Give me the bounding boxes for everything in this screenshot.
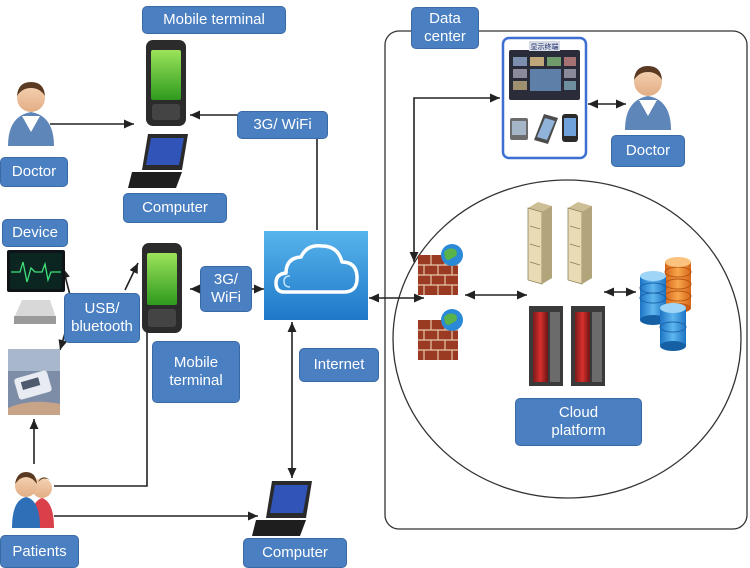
cloud-platform-ellipse [392, 179, 742, 499]
label-mobile-terminal-mid: Mobile terminal [152, 341, 240, 403]
ecg-monitor-icon [7, 250, 65, 324]
label-cloud-platform: Cloud platform [515, 398, 642, 446]
label-doctor-right: Doctor [611, 135, 685, 167]
label-internet: Internet [299, 348, 379, 382]
mobile-phone-top-icon [146, 40, 186, 126]
data-center-frame [384, 30, 748, 530]
label-data-center: Data center [411, 7, 479, 49]
patients-icon [12, 472, 54, 528]
doctor-right-icon [625, 66, 671, 130]
firewall-top-icon [418, 244, 463, 295]
arrow-patients-mid-mobile [54, 264, 152, 487]
firewall-bottom-icon [418, 309, 463, 360]
label-computer-bottom: Computer [243, 538, 347, 568]
database-icon [639, 257, 692, 351]
arrow-usb-mobile [124, 262, 139, 291]
label-patients: Patients [0, 535, 79, 568]
arrow-firewall-terminal [409, 93, 500, 262]
label-computer-top: Computer [123, 193, 227, 223]
display-terminal-icon: 显示终端 [501, 36, 588, 160]
label-device: Device [2, 219, 68, 247]
server-towers-icon [527, 202, 592, 285]
label-doctor-left: Doctor [0, 157, 68, 187]
mobile-phone-mid-icon [142, 243, 182, 333]
server-racks-icon [529, 306, 605, 386]
laptop-top-icon [128, 134, 188, 188]
doctor-left-icon [8, 82, 54, 146]
label-mobile-terminal-top: Mobile terminal [142, 6, 286, 34]
terminal-screen-title: 显示终端 [531, 42, 559, 51]
wearable-sensor-icon [8, 349, 60, 415]
label-3g-wifi-top: 3G/ WiFi [237, 111, 328, 139]
label-3g-wifi-mid: 3G/ WiFi [200, 266, 252, 312]
laptop-bottom-icon [252, 481, 312, 536]
label-usb-bluetooth: USB/ bluetooth [64, 293, 140, 343]
internet-cloud-icon [264, 231, 368, 320]
